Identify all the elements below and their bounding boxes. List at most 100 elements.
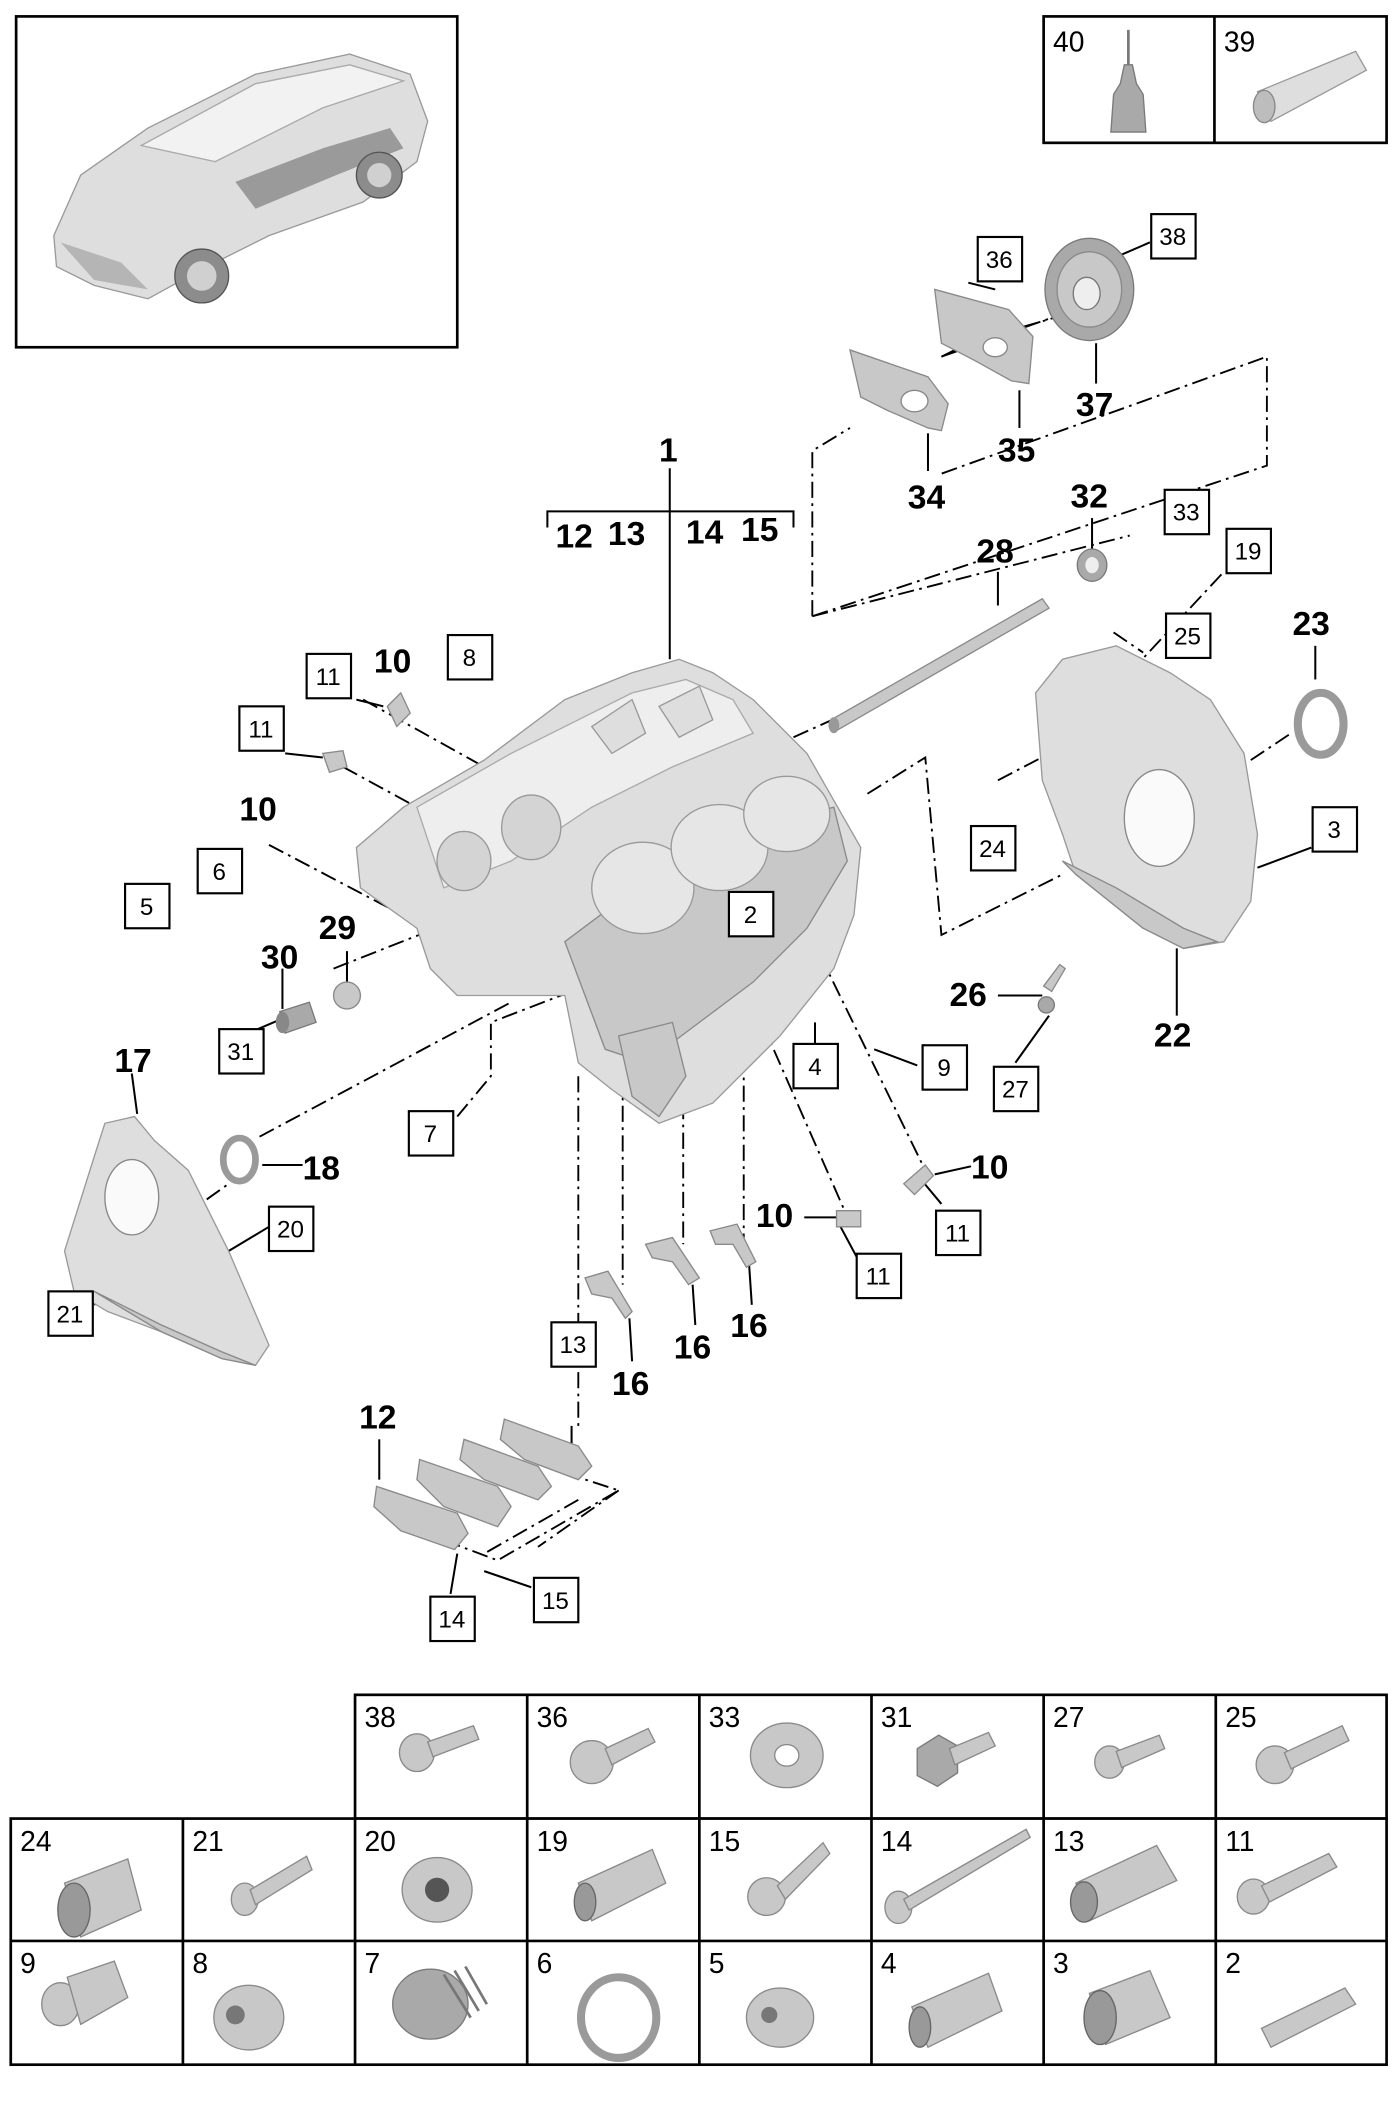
svg-text:11: 11 (945, 1221, 970, 1248)
label-37: 37 (1076, 387, 1113, 424)
hex-bolt-icon (916, 1731, 997, 1788)
label-22: 22 (1154, 1018, 1191, 1055)
bearing-32 (1076, 548, 1108, 582)
svg-text:14: 14 (438, 1607, 465, 1634)
grease-tube-icon (1252, 50, 1368, 124)
plug-9-icon (41, 1960, 129, 2027)
svg-text:20: 20 (277, 1217, 304, 1244)
box-label-11-left: 11 (238, 705, 285, 752)
table-cell-6-number: 6 (537, 1947, 553, 1979)
table-cell-20-number: 20 (364, 1825, 395, 1857)
consumable-40-number: 40 (1053, 25, 1084, 57)
dowel-19-icon (573, 1848, 667, 1922)
sensor-10-right (902, 1163, 935, 1196)
table-cell-11-number: 11 (1225, 1825, 1254, 1857)
bold-labels: 1 12 13 14 15 28 32 37 35 34 23 22 26 10… (114, 387, 1330, 1437)
consumable-39-number: 39 (1224, 25, 1255, 57)
table-cell-4-number: 4 (881, 1947, 897, 1979)
table-cell-36-number: 36 (537, 1701, 568, 1733)
svg-text:25: 25 (1174, 623, 1201, 650)
table-cell-24-number: 24 (20, 1825, 51, 1857)
parts-table: 38 36 33 31 27 25 24 21 20 19 15 14 13 1… (9, 1693, 1388, 2067)
svg-text:6: 6 (212, 859, 225, 886)
table-cell-13-number: 13 (1053, 1825, 1084, 1857)
box-label-2: 2 (727, 890, 775, 938)
plug-30 (275, 1001, 317, 1035)
box-label-31: 31 (218, 1028, 265, 1075)
box-label-9: 9 (921, 1044, 969, 1091)
box-label-15: 15 (532, 1576, 580, 1624)
table-cell-5-number: 5 (709, 1947, 725, 1979)
svg-text:8: 8 (463, 645, 476, 672)
svg-text:21: 21 (56, 1301, 83, 1328)
bolt-15-icon (747, 1841, 831, 1917)
table-cell-3-number: 3 (1053, 1947, 1069, 1979)
svg-text:31: 31 (227, 1039, 254, 1066)
long-bolt-14-icon (884, 1828, 1032, 1925)
svg-text:19: 19 (1235, 539, 1262, 566)
box-label-27: 27 (992, 1065, 1040, 1113)
table-cell-19-number: 19 (537, 1825, 568, 1857)
table-cell-14-number: 14 (881, 1825, 912, 1857)
torx-bolt-long-icon (1255, 1724, 1350, 1785)
seal-ring-23 (1293, 688, 1348, 759)
seal-ring-6-icon (576, 1973, 661, 2062)
table-cell-9-number: 9 (20, 1947, 36, 1979)
box-label-36: 36 (976, 235, 1024, 283)
label-16-c: 16 (730, 1308, 767, 1345)
svg-text:3: 3 (1327, 817, 1340, 844)
table-cell-15-number: 15 (709, 1825, 740, 1857)
svg-text:4: 4 (808, 1054, 821, 1081)
label-15: 15 (741, 512, 778, 549)
sensor-10-left (321, 749, 348, 774)
sleeve-4-icon (908, 1972, 1003, 2049)
box-label-19: 19 (1225, 527, 1273, 575)
svg-text:38: 38 (1159, 224, 1186, 251)
table-cell-25-number: 25 (1225, 1701, 1256, 1733)
box-label-33: 33 (1163, 488, 1211, 536)
label-28: 28 (976, 533, 1013, 570)
rear-cover (63, 1115, 270, 1367)
bolt-21-icon (230, 1855, 313, 1917)
label-30: 30 (261, 940, 298, 977)
crankshaft (828, 597, 1050, 734)
table-cell-2-number: 2 (1225, 1947, 1241, 1979)
sealant-bottle-icon (1110, 29, 1147, 133)
engine-block (355, 658, 862, 1125)
svg-text:2: 2 (744, 902, 757, 929)
box-label-3: 3 (1311, 806, 1359, 853)
box-label-24: 24 (969, 824, 1017, 872)
table-cell-31-number: 31 (881, 1701, 912, 1733)
box-label-11-bottom: 11 (855, 1252, 903, 1300)
svg-text:36: 36 (986, 247, 1013, 274)
label-17: 17 (114, 1043, 151, 1080)
label-18: 18 (303, 1151, 340, 1188)
box-label-11-top: 11 (305, 652, 353, 700)
oil-jet-16-c (709, 1223, 757, 1269)
washer-icon (749, 1722, 824, 1789)
plug-8-icon (213, 1984, 285, 2051)
roll-pin-2-icon (1260, 1987, 1357, 2049)
label-23: 23 (1292, 606, 1329, 643)
box-label-21: 21 (47, 1290, 94, 1337)
label-26: 26 (949, 977, 986, 1014)
sensor-10-bottom (835, 1210, 862, 1228)
gasket-plate-34 (849, 348, 949, 432)
oil-jet-16-b (644, 1236, 701, 1286)
bushing-3-icon (1083, 1969, 1171, 2046)
box-label-20: 20 (267, 1205, 315, 1253)
gear-37 (1044, 237, 1135, 342)
sleeve-13-icon (1069, 1844, 1178, 1923)
svg-text:27: 27 (1002, 1077, 1029, 1104)
svg-text:15: 15 (542, 1588, 569, 1615)
svg-text:13: 13 (559, 1332, 586, 1359)
bearing-caps (373, 1418, 593, 1551)
torx-bolt-short-icon (1094, 1734, 1166, 1779)
spacer-20-icon (401, 1856, 473, 1923)
svg-text:7: 7 (424, 1121, 437, 1148)
svg-text:11: 11 (316, 664, 341, 691)
label-10-left: 10 (239, 792, 276, 829)
svg-text:9: 9 (937, 1055, 950, 1082)
label-16-b: 16 (674, 1330, 711, 1367)
sleeve-24-icon (57, 1858, 143, 1938)
